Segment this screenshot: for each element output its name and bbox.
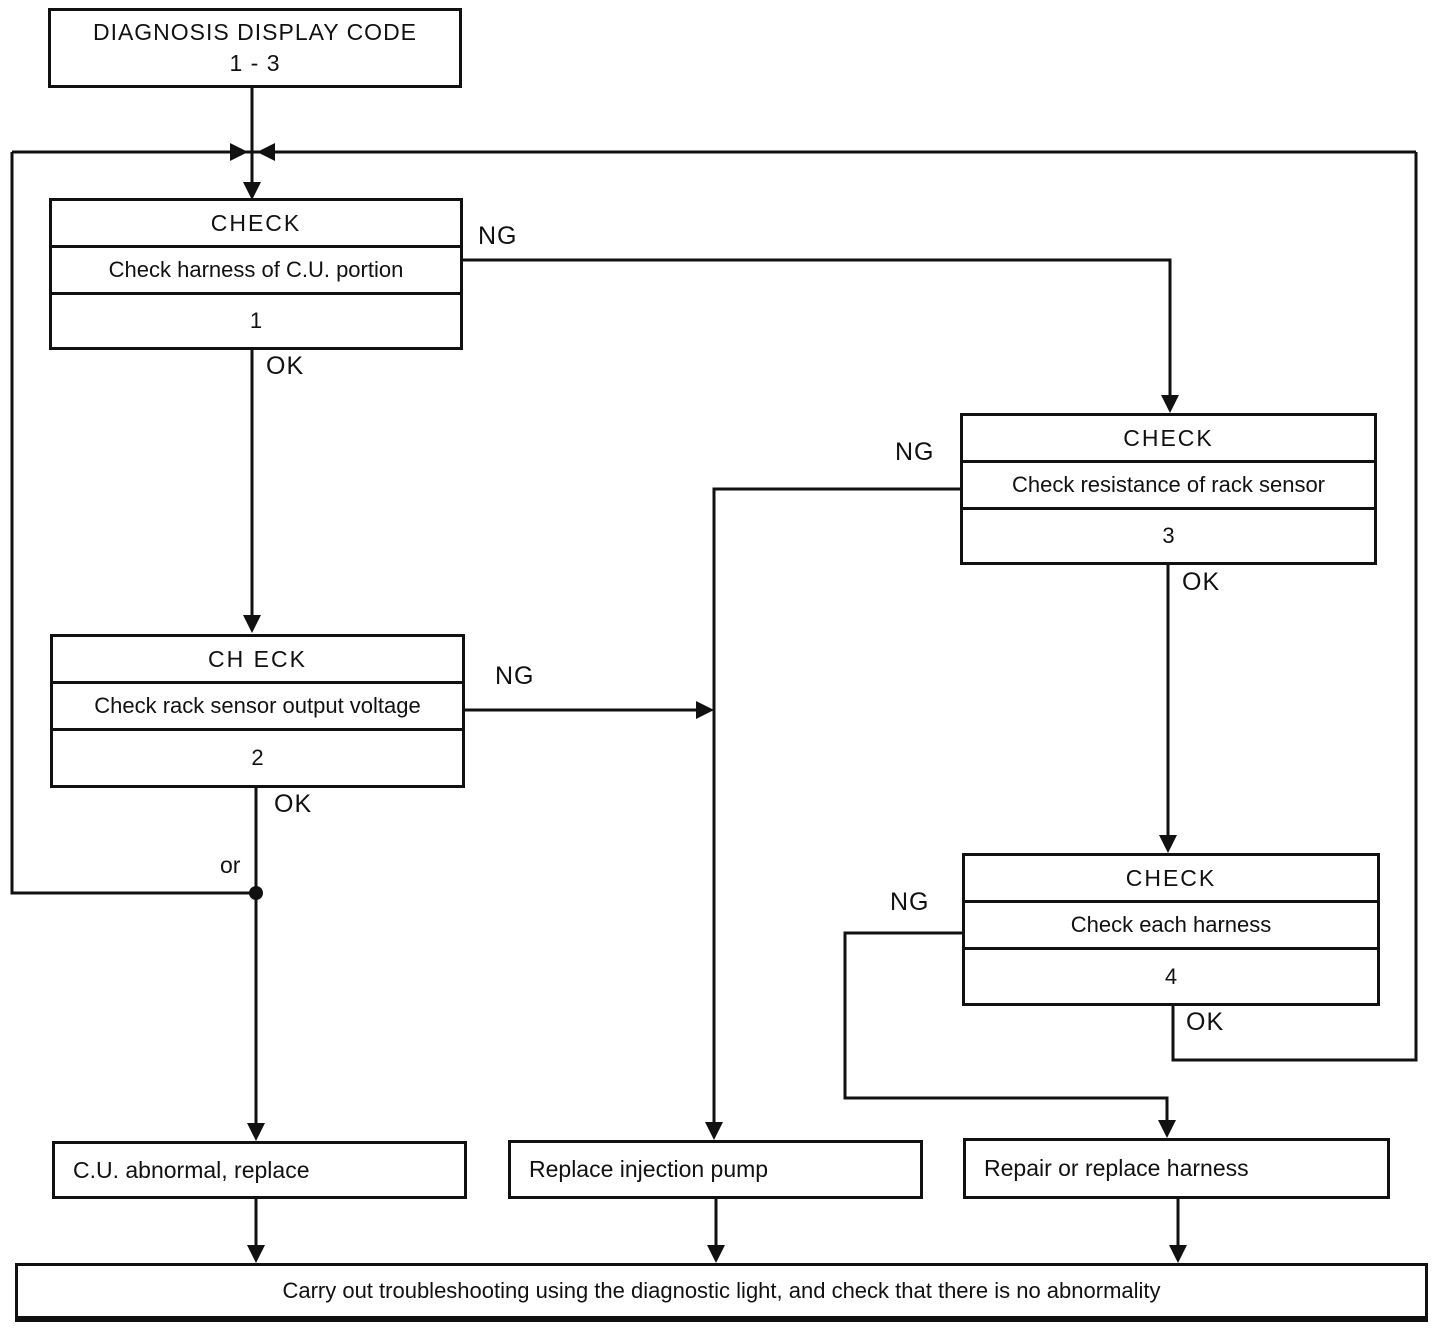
check-node-3: CHECK Check resistance of rack sensor 3 (960, 413, 1377, 565)
check-1-description: Check harness of C.U. portion (52, 245, 460, 292)
check-2-ng-label: NG (495, 662, 535, 690)
check-3-description: Check resistance of rack sensor (963, 460, 1374, 507)
check-3-title: CHECK (1123, 424, 1214, 451)
check-1-ng-label: NG (478, 222, 518, 250)
footer-node: Carry out troubleshooting using the diag… (15, 1263, 1428, 1322)
arrowhead-check2-ng-merge (696, 701, 714, 719)
check-2-description: Check rack sensor output voltage (53, 681, 462, 728)
outcome-node-repair-harness: Repair or replace harness (963, 1138, 1390, 1199)
check-2-ok-label: OK (274, 790, 313, 818)
outcome-node-cu-abnormal: C.U. abnormal, replace (52, 1141, 467, 1199)
start-title: DIAGNOSIS DISPLAY CODE (92, 18, 418, 45)
check-1-title: CHECK (210, 209, 302, 236)
check-3-ok-label: OK (1182, 568, 1221, 596)
connector-check1-ng (463, 258, 1172, 403)
arrowhead-harness-footer (1169, 1245, 1187, 1263)
start-code-range: 1 - 3 (229, 50, 281, 76)
arrowhead-into-cu-box (247, 1123, 265, 1141)
check-2-title: CH ECK (208, 645, 307, 672)
connector-check4-ng (843, 931, 1169, 1128)
check-node-1: CHECK Check harness of C.U. portion 1 (49, 198, 463, 350)
arrowhead-top-merge-left (257, 143, 275, 161)
check-4-description: Check each harness (965, 900, 1377, 947)
check-4-ng-label: NG (890, 888, 930, 916)
footer-text: Carry out troubleshooting using the diag… (282, 1278, 1161, 1303)
arrowhead-pump-footer (707, 1245, 725, 1263)
outcome-pump-label: Replace injection pump (529, 1156, 769, 1182)
outcome-node-replace-pump: Replace injection pump (508, 1140, 923, 1199)
check-3-ng-label: NG (895, 438, 935, 466)
arrowhead-cu-footer (247, 1245, 265, 1263)
connector-left-loop (10, 152, 252, 895)
start-node: DIAGNOSIS DISPLAY CODE 1 - 3 (48, 8, 462, 88)
check-node-4: CHECK Check each harness 4 (962, 853, 1380, 1006)
arrowhead-into-check4 (1159, 835, 1177, 853)
arrowhead-into-check1 (243, 182, 261, 200)
connector-check4-ok-loop (1171, 152, 1418, 1062)
check-3-step: 3 (963, 507, 1374, 562)
connector-check3-ng (712, 487, 960, 1130)
arrowhead-into-pump-box (705, 1122, 723, 1140)
or-label: or (220, 852, 241, 878)
check-4-step: 4 (965, 947, 1377, 1003)
arrowhead-into-harness-box (1158, 1120, 1176, 1138)
check-node-2: CH ECK Check rack sensor output voltage … (50, 634, 465, 788)
arrowhead-top-merge-right (230, 143, 248, 161)
check-1-ok-label: OK (266, 352, 305, 380)
check-4-title: CHECK (1125, 864, 1217, 891)
check-4-ok-label: OK (1186, 1008, 1225, 1036)
arrowhead-into-check3 (1161, 395, 1179, 413)
arrowhead-into-check2 (243, 615, 261, 633)
check-1-step: 1 (52, 292, 460, 347)
outcome-cu-label: C.U. abnormal, replace (73, 1156, 310, 1183)
outcome-harness-label: Repair or replace harness (984, 1155, 1249, 1181)
check-2-step: 2 (53, 728, 462, 785)
